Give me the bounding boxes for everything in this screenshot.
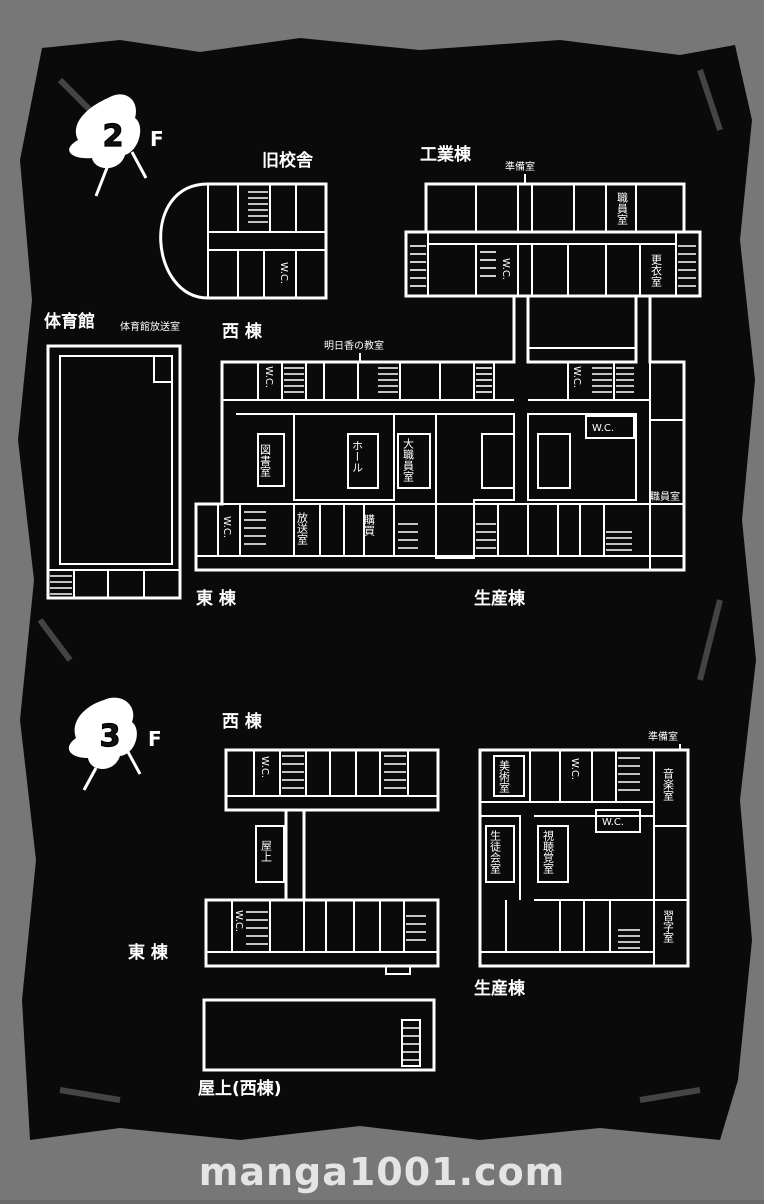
rooftop-west-building: 屋上(西棟): [198, 998, 436, 1099]
side-staff-room: 職員室: [650, 490, 680, 503]
production-3f-prep-room: 準備室: [648, 730, 678, 743]
main-staff-room: 大職員室: [402, 437, 415, 482]
production-3f-wc: W.C.: [569, 758, 580, 780]
rooftop-3f: 屋上: [260, 840, 273, 862]
main-complex-2f: 西 棟 明日香の教室 W.C. W.C.: [194, 294, 686, 609]
library: 図書室: [259, 444, 272, 477]
broadcast-room: 放送室: [296, 511, 309, 545]
label-old-school: 旧校舎: [262, 150, 314, 171]
label-production-3f: 生産棟: [474, 978, 526, 999]
floor-2-number: 2: [103, 119, 124, 154]
east-wc: W.C.: [221, 516, 232, 538]
av-room: 視聴覚室: [542, 829, 555, 874]
production-wc-1: W.C.: [571, 366, 582, 388]
old-school-building: 旧校舎 W.C.: [159, 150, 328, 300]
label-industrial: 工業棟: [420, 144, 472, 165]
label-west-3f: 西 棟: [222, 711, 263, 732]
art-room: 美術室: [498, 760, 511, 793]
label-west-2f: 西 棟: [222, 321, 263, 342]
production-building-3f: 準備室 美術室 W.C. 音楽室 習字室 生徒会室 視聴覚室 W.C. 生産棟: [474, 730, 690, 999]
east-building-3f: W.C. 東 棟: [128, 898, 440, 975]
old-school-wc: W.C.: [278, 262, 289, 284]
production-3f-wc-2: W.C.: [602, 817, 624, 828]
label-rooftop-west: 屋上(西棟): [198, 1078, 282, 1099]
west-wc: W.C.: [263, 366, 274, 388]
gym-broadcast-room: 体育館放送室: [120, 320, 180, 333]
label-production-2f: 生産棟: [474, 588, 526, 609]
production-wc-2: W.C.: [592, 423, 614, 434]
student-council-room: 生徒会室: [489, 829, 502, 874]
watermark-text: manga1001.com: [198, 1150, 566, 1194]
store: 購買: [363, 513, 376, 537]
calligraphy-room: 習字室: [662, 910, 675, 943]
west-3f-wc: W.C.: [259, 756, 270, 778]
floor-2-suffix: F: [150, 127, 164, 151]
gym-building: 体育館 体育館放送室: [44, 311, 182, 600]
label-gym: 体育館: [44, 311, 95, 332]
gym-stairs-icon: [50, 575, 72, 595]
west-building-3f: 西 棟 W.C. 屋上: [222, 711, 440, 902]
music-room: 音楽室: [662, 767, 675, 801]
industrial-wc: W.C.: [500, 258, 511, 280]
floor-3-number: 3: [100, 719, 121, 754]
asuka-classroom: 明日香の教室: [324, 339, 384, 352]
label-east-3f: 東 棟: [128, 942, 169, 963]
floor-3f-tag: 3 F: [68, 697, 162, 791]
industrial-prep-room: 準備室: [505, 160, 535, 173]
industrial-changing-room: 更衣室: [650, 254, 663, 287]
industrial-staff-room: 職員室: [616, 192, 629, 225]
west-stairs-icon: [284, 367, 634, 393]
west-3f-stairs-icon: [282, 755, 406, 789]
east-3f-wc: W.C.: [233, 910, 244, 932]
east-stairs-icon: [244, 511, 632, 551]
production-3f-stairs-icon: [618, 757, 640, 949]
floor-2f-tag: 2 F: [69, 94, 164, 197]
floor-3-suffix: F: [148, 727, 162, 751]
rooftop-stairs-icon: [401, 1019, 421, 1067]
hall: ホール: [351, 440, 364, 473]
label-east-2f: 東 棟: [196, 588, 237, 609]
industrial-building: 工業棟 準備室 職員室 W.C. 更衣室: [404, 144, 702, 298]
industrial-stairs-icon: [410, 245, 696, 287]
east-3f-stairs-icon: [246, 911, 426, 945]
old-school-stairs-icon: [248, 191, 268, 223]
